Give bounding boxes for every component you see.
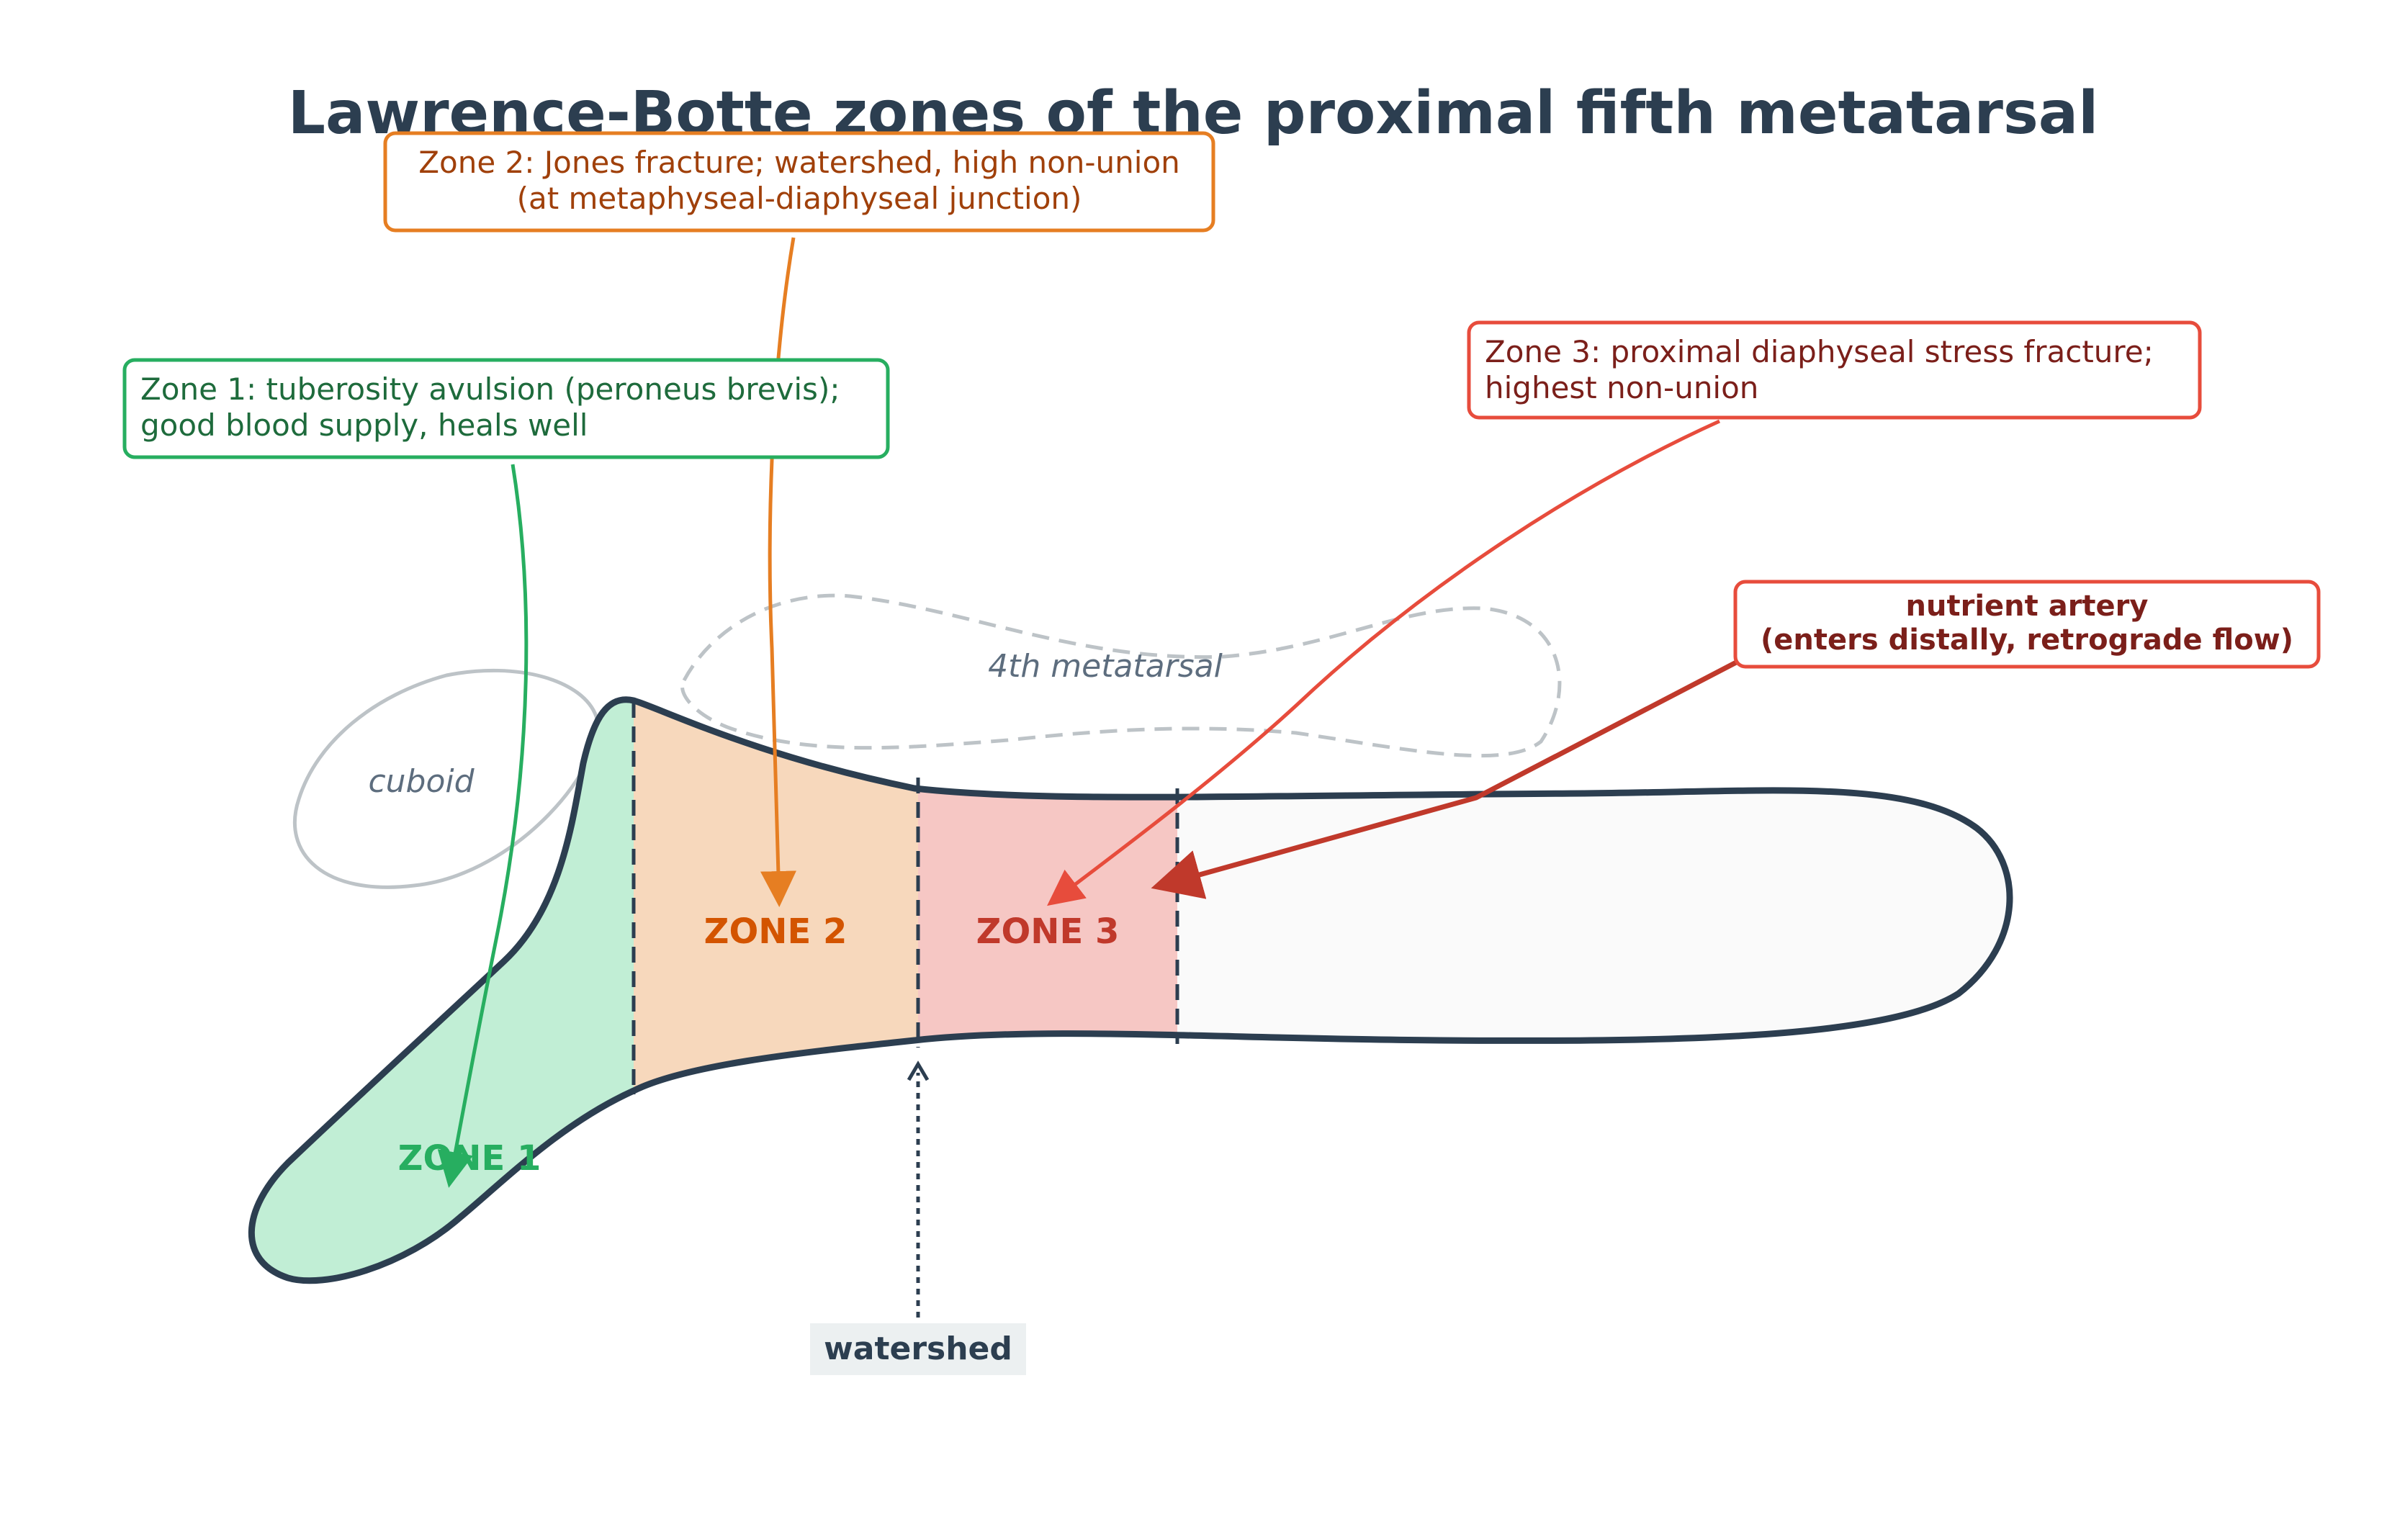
nutrient-artery-callout: nutrient artery (enters distally, retrog… [1733, 580, 2321, 669]
zone-1-label: ZONE 1 [398, 1138, 541, 1179]
zone-2-callout-line-2: (at metaphyseal-diaphyseal junction) [517, 181, 1082, 216]
nutrient-artery-callout-line-1: nutrient artery [1906, 590, 2149, 623]
zone-1-callout-line-2: good blood supply, heals well [140, 407, 588, 443]
fourth-metatarsal-outline [680, 593, 1562, 758]
zone-3-callout-box [1467, 320, 2202, 420]
zone-3-callout-line-2: highest non-union [1485, 370, 1758, 405]
zone-1-fill [251, 699, 634, 1281]
watershed-label: watershed [824, 1330, 1012, 1367]
zone-1-callout-line-1: Zone 1: tuberosity avulsion (peroneus br… [140, 372, 840, 407]
zone-1-callout-box [122, 358, 890, 459]
watershed-pointer-head [907, 1061, 930, 1081]
zone-3-callout: Zone 3: proximal diaphyseal stress fract… [1467, 320, 2202, 420]
zone-3-callout-line-1: Zone 3: proximal diaphyseal stress fract… [1485, 334, 2154, 369]
zone-1-callout: Zone 1: tuberosity avulsion (peroneus br… [122, 358, 890, 459]
zone-2-label: ZONE 2 [704, 911, 848, 952]
zone-3-label: ZONE 3 [976, 911, 1120, 952]
zone-3-fill [918, 699, 1177, 1281]
zone-3-arrow [1047, 419, 1721, 906]
fifth-metatarsal-outline [248, 696, 2013, 1284]
nutrient-artery-callout-box [1733, 580, 2321, 669]
cuboid-outline [292, 668, 599, 889]
zone-1-arrow [437, 464, 529, 1188]
fourth-metatarsal-label: 4th metatarsal [988, 648, 1223, 685]
zone-2-callout: Zone 2: Jones fracture; watershed, high … [383, 131, 1215, 233]
zone-2-callout-line-1: Zone 2: Jones fracture; watershed, high … [418, 145, 1180, 180]
nutrient-artery-callout-line-2: (enters distally, retrograde flow) [1761, 623, 2293, 657]
nutrient-artery-arrow [1151, 658, 1740, 899]
cuboid-label: cuboid [368, 763, 475, 800]
watershed-label-bg [810, 1323, 1026, 1375]
zone-2-callout-box [383, 131, 1215, 233]
